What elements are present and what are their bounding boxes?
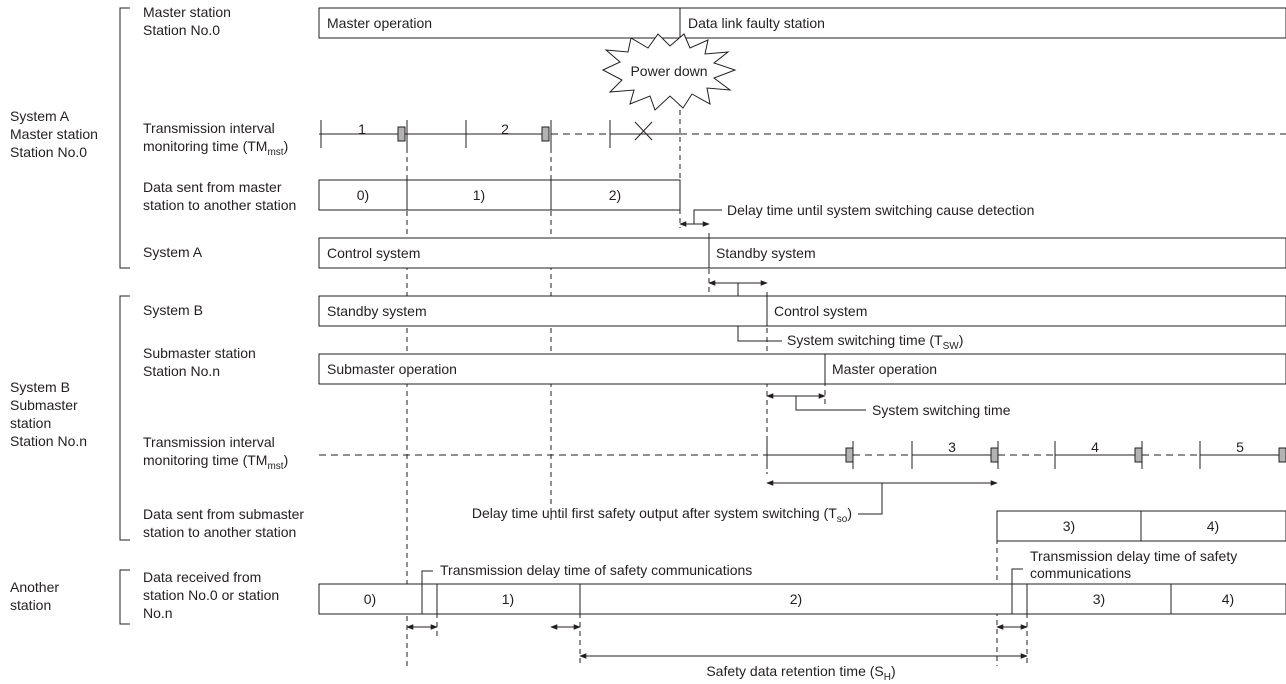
master-station-bars: Master operation Data link faulty statio…: [318, 7, 1286, 39]
master-sent-1: 1): [473, 187, 485, 203]
tm-marker: [1278, 447, 1286, 463]
retention-label: Safety data retention time (SH): [706, 663, 895, 683]
received-0: 0): [364, 591, 376, 607]
submaster-sent-3: 3): [1063, 518, 1075, 534]
row-label-tm-system-b: Transmission interval monitoring time (T…: [143, 434, 288, 472]
submaster-master-operation: Master operation: [832, 361, 937, 377]
received-2: 2): [790, 591, 802, 607]
group-label-system-b: System B Submaster station Station No.n: [10, 379, 87, 449]
system-a-bars: Control system Standby system: [318, 237, 1286, 269]
trans-delay-label-1: Transmission delay time of safety commun…: [440, 562, 752, 578]
power-down-label: Power down: [630, 63, 707, 79]
master-sent-0: 0): [357, 187, 369, 203]
received-1: 1): [502, 591, 514, 607]
row-label-data-received: Data received from station No.0 or stati…: [143, 569, 283, 621]
group-bracket-system-b: [119, 295, 130, 541]
row-label-tm-system-a: Transmission interval monitoring time (T…: [143, 120, 288, 158]
tm-b-tick-4: 4: [1091, 439, 1099, 455]
tm-b-tick-3: 3: [948, 439, 956, 455]
burst-icon: [601, 33, 737, 111]
received-4: 4): [1222, 591, 1234, 607]
delay-detection-annotation: [679, 209, 722, 227]
system-b-bars: Standby system Control system: [318, 295, 1286, 327]
tm-marker: [1134, 447, 1143, 463]
submaster-bars: Submaster operation Master operation: [318, 353, 1286, 385]
switching-time-tsw-label: System switching time (TSW): [787, 332, 963, 352]
row-label-data-sent-submaster: Data sent from submaster station to anot…: [143, 506, 308, 540]
group-bracket-system-a: [119, 7, 130, 269]
row-label-system-a: System A: [143, 244, 203, 260]
submaster-sent-4: 4): [1207, 518, 1219, 534]
row-label-submaster-station: Submaster station Station No.n: [143, 345, 260, 379]
row-label-data-sent-master: Data sent from master station to another…: [143, 179, 296, 213]
system-a-control: Control system: [327, 245, 420, 261]
delay-first-output-annotation: [766, 480, 998, 515]
master-sent-bars: 0) 1) 2): [318, 179, 681, 211]
system-a-standby: Standby system: [716, 245, 816, 261]
bar-master-operation: Master operation: [327, 15, 432, 31]
tm-marker: [990, 447, 999, 463]
tm-marker: [541, 126, 550, 142]
switching-time-label: System switching time: [872, 402, 1011, 418]
row-label-system-b: System B: [143, 302, 203, 318]
row-label-master-station: Master station Station No.0: [143, 4, 235, 38]
switching-time-annotation: [766, 393, 866, 411]
tm-a-tick-1: 1: [358, 121, 366, 137]
tm-marker: [397, 126, 406, 142]
received-bars: 0) 1) 2) 3) 4): [318, 583, 1286, 615]
tm-a-tick-2: 2: [501, 121, 509, 137]
received-3: 3): [1093, 591, 1105, 607]
delay-first-output-label: Delay time until first safety output aft…: [472, 505, 852, 525]
tm-marker: [845, 447, 854, 463]
trans-delay-label-2: Transmission delay time of safety commun…: [1030, 548, 1241, 581]
power-down-burst: Power down: [601, 33, 737, 111]
group-bracket-another: [119, 569, 130, 625]
group-label-another-station: Another station: [10, 579, 63, 613]
tm-system-a: [319, 120, 1286, 148]
submaster-operation: Submaster operation: [327, 361, 457, 377]
system-b-control: Control system: [774, 303, 867, 319]
group-label-system-a: System A Master station Station No.0: [10, 108, 102, 160]
tm-b-tick-5: 5: [1236, 439, 1244, 455]
delay-detection-label: Delay time until system switching cause …: [727, 202, 1034, 218]
system-b-standby: Standby system: [327, 303, 427, 319]
master-sent-2: 2): [609, 187, 621, 203]
submaster-sent-bars: 3) 4): [996, 510, 1286, 542]
bar-data-link-faulty: Data link faulty station: [688, 15, 825, 31]
